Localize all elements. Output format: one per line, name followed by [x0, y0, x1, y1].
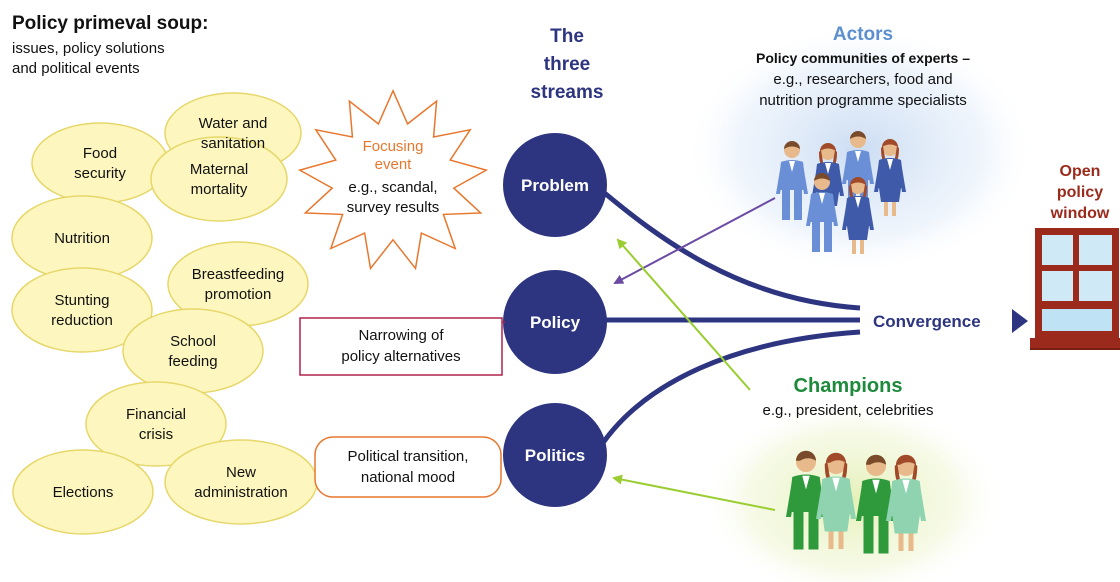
policy-stream-circle: [503, 270, 607, 374]
politics-stream-circle: [503, 403, 607, 507]
politics-stream-curve: [592, 329, 861, 457]
problem-stream-circle: [503, 133, 607, 237]
champions-to-politics-arrow: [612, 474, 776, 511]
window-title-line1: Open: [1060, 163, 1101, 180]
politics-stream-label: Politics: [525, 446, 585, 465]
champions-title: Champions: [794, 375, 903, 397]
issue-label-breastfeeding-promotion: Breastfeeding: [192, 266, 285, 283]
issue-label-school-feeding: feeding: [168, 353, 217, 370]
political-transition-box: [314, 436, 502, 498]
soup-subtitle-line2: and political events: [12, 60, 140, 77]
issue-label-elections: Elections: [53, 484, 114, 501]
issue-ellipse-new-administration: [164, 439, 318, 525]
champions-people-illustration: [786, 450, 926, 554]
champion-person-4: [886, 454, 926, 551]
issue-ellipse-elections: [12, 449, 154, 535]
actors-line2: e.g., researchers, food and: [773, 71, 952, 88]
champion-person-2: [816, 452, 856, 549]
issue-label-nutrition: Nutrition: [54, 230, 110, 247]
issue-label-school-feeding: School: [170, 333, 216, 350]
actors-title: Actors: [833, 24, 893, 45]
focusing-event-example-2: survey results: [347, 199, 440, 216]
political-transition-line1: Political transition,: [348, 448, 469, 465]
actor-person-1: [776, 141, 808, 220]
narrowing-line2: policy alternatives: [341, 348, 460, 365]
political-transition-line2: national mood: [361, 469, 455, 486]
focusing-event-starburst: [297, 88, 489, 271]
problem-stream-label: Problem: [521, 176, 589, 195]
actors-to-policy-arrow: [613, 197, 776, 284]
actor-person-4: [874, 139, 906, 216]
issue-label-breastfeeding-promotion: promotion: [205, 286, 272, 303]
narrowing-line1: Narrowing of: [358, 327, 444, 344]
policy-stream-label: Policy: [530, 313, 581, 332]
issue-label-financial-crisis: crisis: [139, 426, 173, 443]
issue-label-food-security: Food: [83, 145, 117, 162]
champions-line1: e.g., president, celebrities: [763, 402, 934, 419]
actors-line3: nutrition programme specialists: [759, 92, 967, 109]
issue-ellipse-school-feeding: [122, 308, 264, 394]
streams-header-line2: three: [544, 54, 590, 75]
issue-label-maternal-mortality: Maternal: [190, 161, 248, 178]
actor-person-5: [806, 173, 838, 252]
issue-label-water-and-sanitation: sanitation: [201, 135, 265, 152]
actors-glow: [685, 25, 1035, 275]
issue-ellipse-maternal-mortality: [150, 136, 288, 222]
streams-header-line3: streams: [531, 82, 604, 103]
champions-glow: [702, 400, 1002, 582]
soup-title: Policy primeval soup:: [12, 13, 208, 34]
focusing-event-example-1: e.g., scandal,: [348, 179, 437, 196]
issue-label-stunting-reduction: Stunting: [54, 292, 109, 309]
issue-label-stunting-reduction: reduction: [51, 312, 113, 329]
narrowing-box: [299, 317, 503, 376]
issue-label-financial-crisis: Financial: [126, 406, 186, 423]
focusing-event-label-1: Focusing: [363, 138, 424, 155]
actors-line1: Policy communities of experts –: [756, 50, 970, 66]
champion-person-1: [786, 450, 826, 550]
issue-ellipse-financial-crisis: [85, 381, 227, 467]
champion-person-3: [856, 454, 896, 554]
convergence-label: Convergence: [873, 312, 981, 331]
issue-label-maternal-mortality: mortality: [191, 181, 248, 198]
issue-ellipse-stunting-reduction: [11, 267, 153, 353]
open-window-icon: [1030, 228, 1120, 350]
issue-label-water-and-sanitation: Water and: [199, 115, 268, 132]
soup-subtitle-line1: issues, policy solutions: [12, 40, 165, 57]
problem-stream-curve: [593, 183, 861, 311]
window-title-line2: policy: [1057, 184, 1103, 201]
actors-people-illustration: [776, 131, 906, 254]
issue-label-new-administration: New: [226, 464, 256, 481]
window-title-line3: window: [1050, 205, 1110, 222]
actor-person-6: [842, 177, 874, 254]
streams-header-line1: The: [550, 26, 584, 47]
issue-ellipse-food-security: [31, 122, 169, 204]
issue-label-food-security: security: [74, 165, 126, 182]
focusing-event-label-2: event: [375, 156, 413, 173]
convergence-arrowhead: [1012, 309, 1028, 333]
issue-label-new-administration: administration: [194, 484, 287, 501]
champions-to-problem-arrow: [616, 238, 751, 391]
